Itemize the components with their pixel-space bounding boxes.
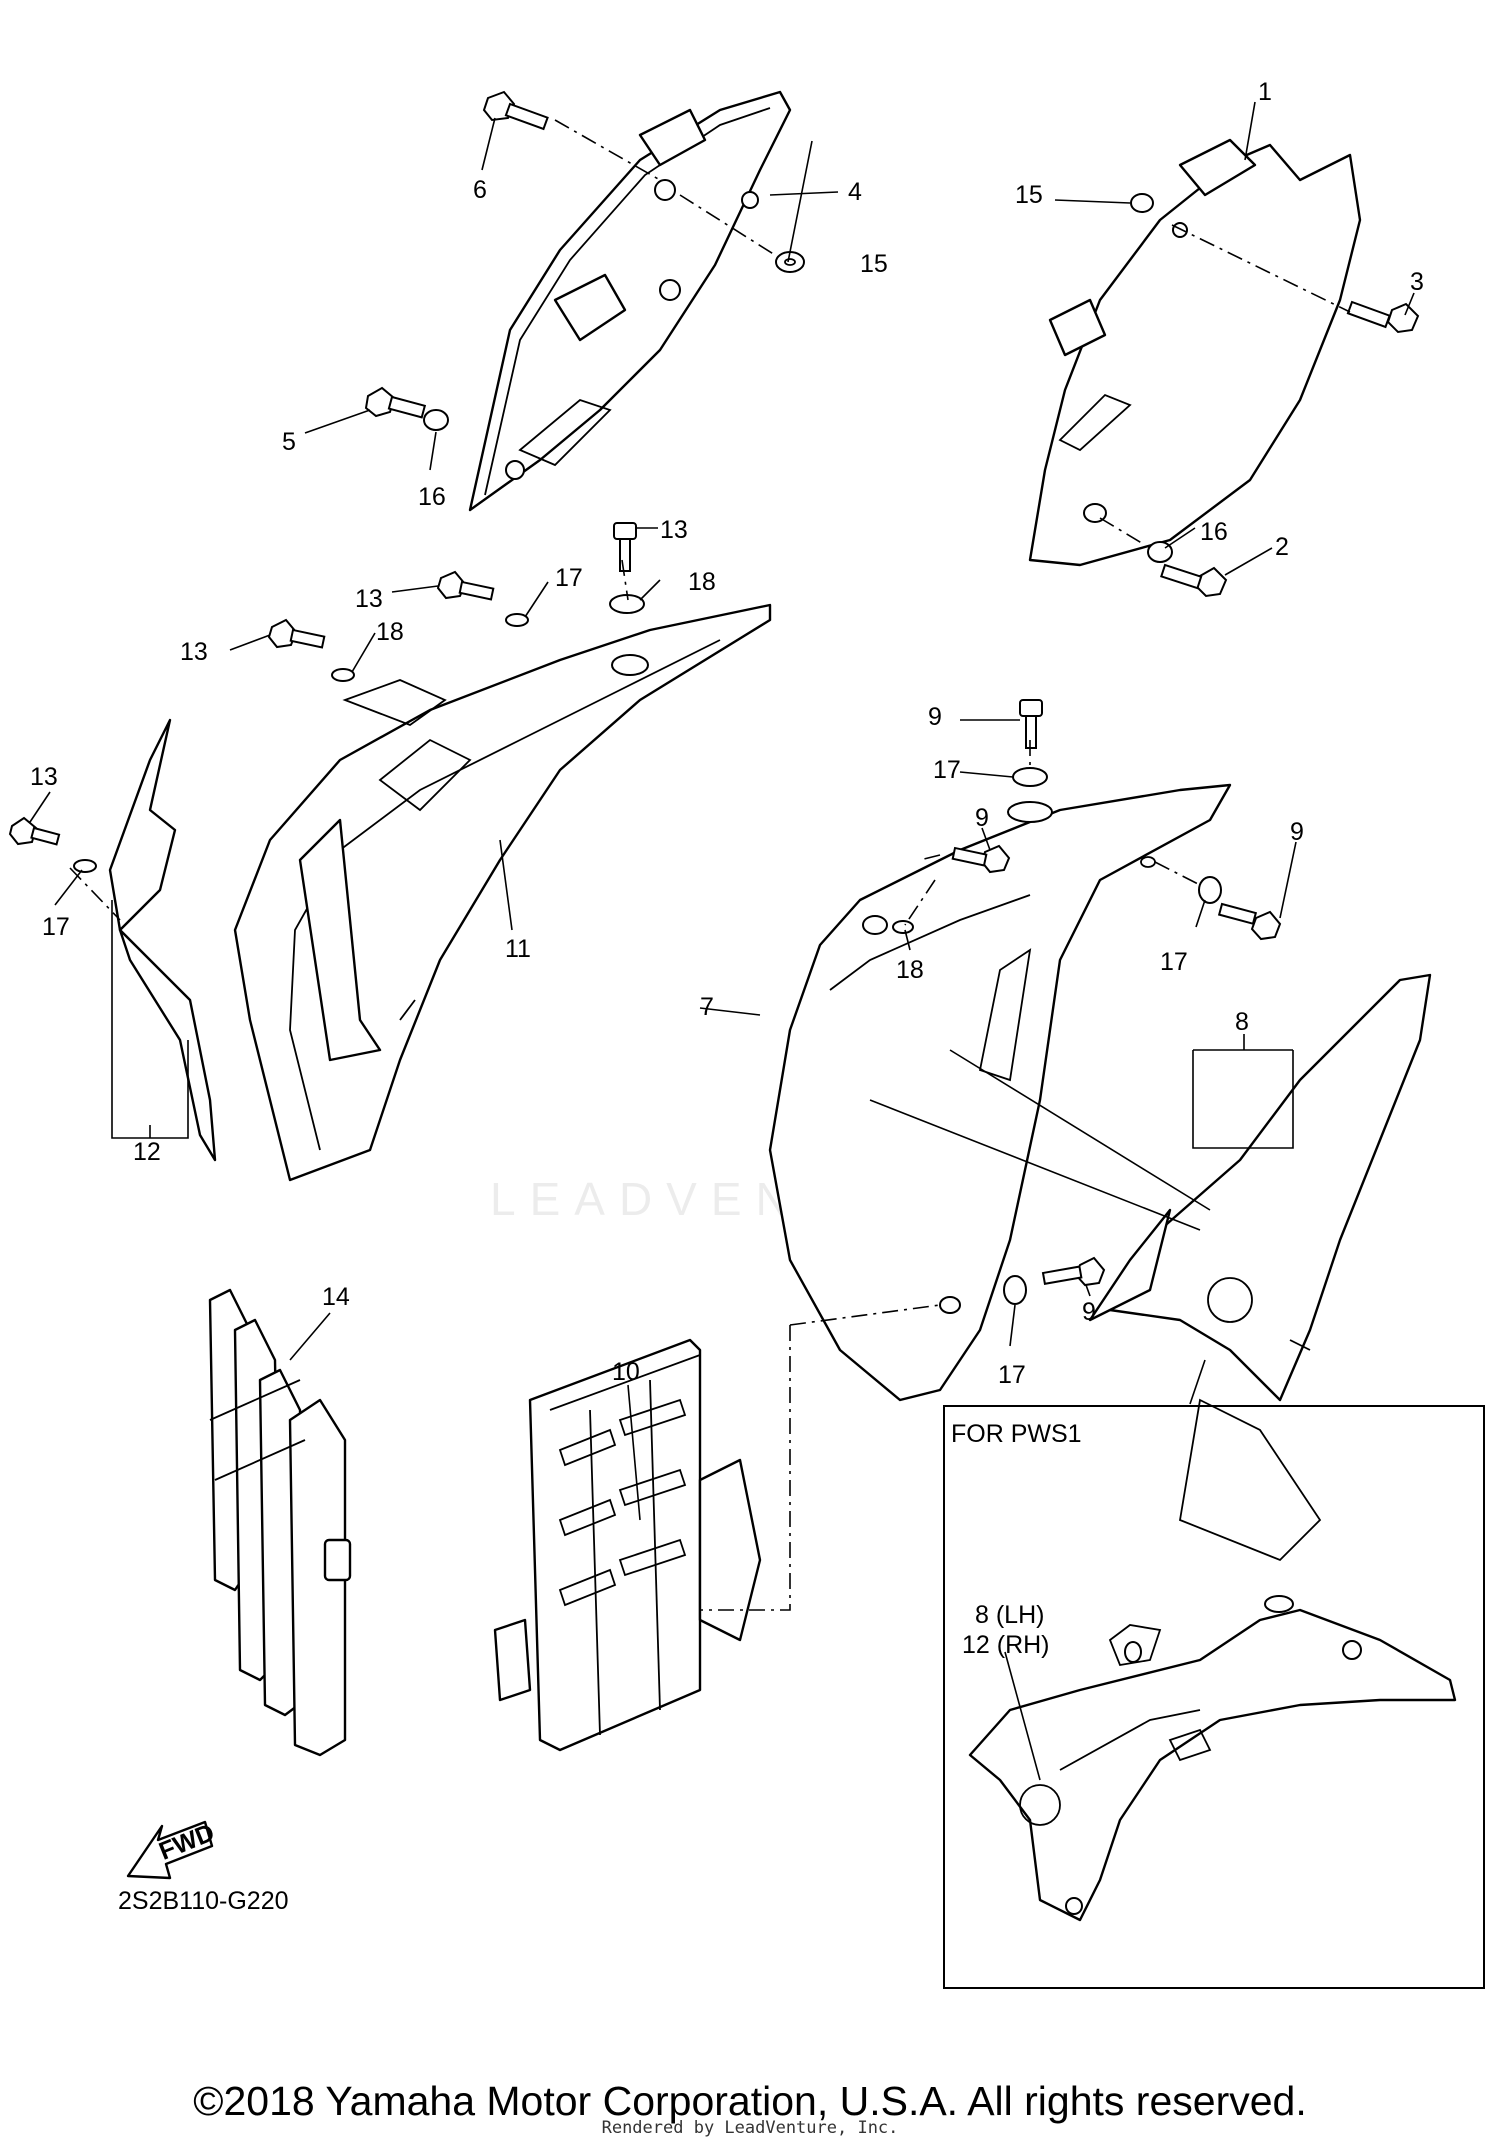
callout-c17b: 17 (555, 564, 583, 592)
number-plate-right (1028, 138, 1362, 567)
bolt-9-top (1019, 699, 1043, 749)
callout-c5: 5 (282, 428, 296, 456)
bolt-6 (482, 90, 549, 131)
leader-lines (29, 101, 1415, 1521)
radiator-louver-right (493, 1338, 762, 1752)
fwd-label: FWD (155, 1819, 218, 1866)
callout-c18b: 18 (376, 618, 404, 646)
callout-c6: 6 (473, 176, 487, 204)
radiator-shroud-right (768, 783, 1232, 1402)
inset-shroud-drawing (968, 1595, 1457, 1922)
callout-c1: 1 (1258, 78, 1272, 106)
radiator-shroud-left (233, 603, 772, 1182)
inset-label-rh: 12 (RH) (962, 1631, 1050, 1659)
callout-c15a: 15 (1015, 181, 1043, 209)
radiator-louver-left (208, 1288, 352, 1757)
assembly-lines (69, 119, 1351, 1611)
callout-c18c: 18 (896, 956, 924, 984)
callout-c9a: 9 (928, 703, 942, 731)
callout-c9d: 9 (1082, 1298, 1096, 1326)
inset-title: FOR PWS1 (951, 1420, 1082, 1448)
callout-c7: 7 (700, 993, 714, 1021)
callout-c2: 2 (1275, 533, 1289, 561)
callout-c4: 4 (848, 178, 862, 206)
reference-code: 2S2B110-G220 (118, 1887, 289, 1915)
fwd-arrow-icon: FWD (126, 1819, 218, 1880)
callout-c15b: 15 (860, 250, 888, 278)
callout-c14: 14 (322, 1283, 350, 1311)
callout-c16b: 16 (418, 483, 446, 511)
copyright-notice: ©2018 Yamaha Motor Corporation, U.S.A. A… (193, 2078, 1307, 2124)
callout-c13d: 13 (30, 763, 58, 791)
inset-box (943, 1405, 1485, 1989)
callout-c18a: 18 (688, 568, 716, 596)
bolt-2 (1160, 563, 1228, 598)
callout-c3: 3 (1410, 268, 1424, 296)
callout-c9b: 9 (975, 804, 989, 832)
washers (73, 193, 1222, 1305)
callout-c13a: 13 (660, 516, 688, 544)
render-credit: Rendered by LeadVenture, Inc. (601, 2118, 899, 2138)
callout-c11: 11 (505, 935, 531, 963)
callout-c17c: 17 (933, 756, 961, 784)
callout-c8: 8 (1235, 1008, 1249, 1036)
callout-c17a: 17 (1160, 948, 1188, 976)
bolt-13-left (267, 618, 326, 649)
bolt-13-top (613, 522, 637, 572)
bolt-9-right (1217, 902, 1282, 941)
shroud-graphic-left (108, 718, 217, 1162)
bolt-9-mid (951, 844, 1011, 874)
callout-c10: 10 (612, 1358, 640, 1386)
callout-c13b: 13 (355, 585, 383, 613)
bolt-13-far-left (8, 816, 61, 846)
bolt-13-mid (436, 570, 495, 601)
inset-label-lh: 8 (LH) (975, 1601, 1045, 1629)
callout-c17e: 17 (42, 913, 70, 941)
bolt-3 (1346, 300, 1420, 334)
shroud-graphic-right (1088, 973, 1432, 1562)
callout-c16a: 16 (1200, 518, 1228, 546)
callout-c12: 12 (133, 1138, 161, 1166)
number-plate-left (468, 90, 792, 512)
callout-c9c: 9 (1290, 818, 1304, 846)
bolt-5 (364, 386, 427, 419)
bolt-9-bottom (1041, 1256, 1106, 1287)
callout-c13c: 13 (180, 638, 208, 666)
callout-c17d: 17 (998, 1361, 1026, 1389)
